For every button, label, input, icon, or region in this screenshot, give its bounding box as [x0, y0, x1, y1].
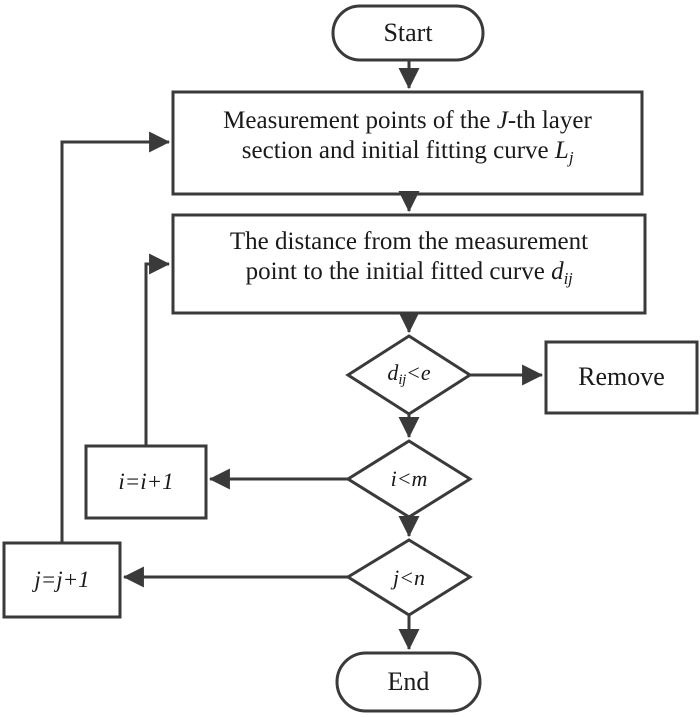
measurement-points-node[interactable]: [173, 92, 642, 194]
increment-j-node[interactable]: [4, 543, 120, 617]
edge-increment-j-to-measurement: [60, 131, 171, 543]
start-node[interactable]: [333, 6, 483, 60]
decision-distance-node[interactable]: [348, 336, 470, 414]
decision-i-node[interactable]: [348, 441, 470, 517]
end-node[interactable]: [337, 653, 480, 711]
edge-increment-i-to-distance: [144, 253, 171, 446]
distance-node[interactable]: [173, 215, 645, 313]
increment-i-node[interactable]: [86, 446, 206, 518]
increment-i-shape: [84, 444, 208, 520]
remove-node[interactable]: [546, 342, 697, 413]
end-terminal-shape: [335, 651, 482, 713]
decision-j-node[interactable]: [348, 540, 470, 615]
increment-j-shape: [2, 541, 122, 619]
measurement-points-shape: [171, 90, 644, 196]
remove-shape: [544, 340, 699, 415]
distance-shape: [171, 213, 647, 315]
